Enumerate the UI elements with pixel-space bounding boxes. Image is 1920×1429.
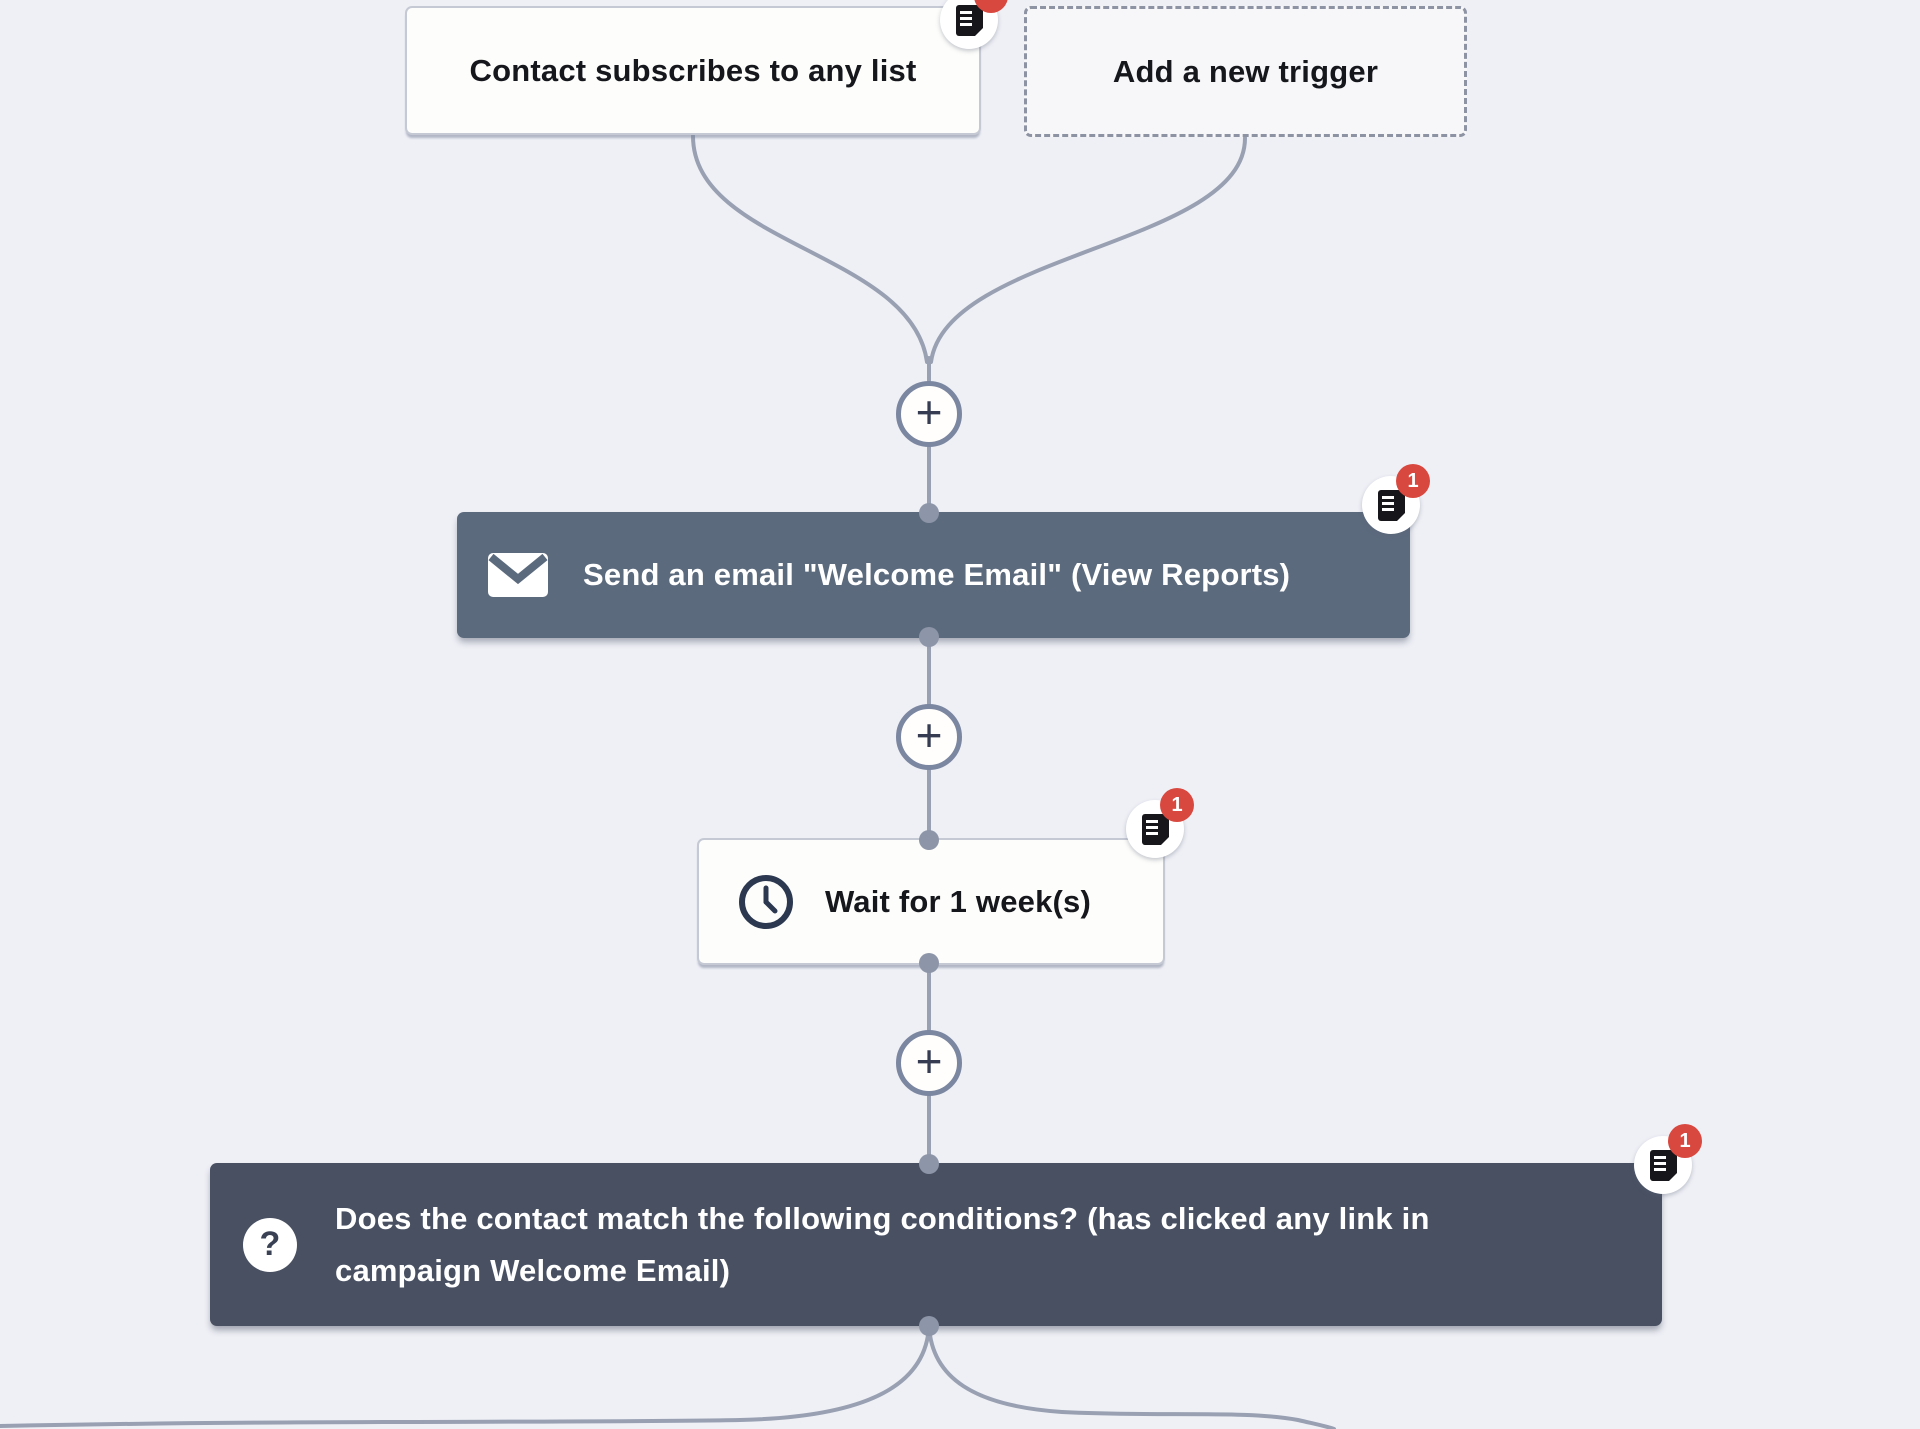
- trigger-node-contact-subscribes[interactable]: Contact subscribes to any list: [405, 6, 981, 135]
- envelope-icon: [488, 553, 548, 597]
- action-node-wait[interactable]: Wait for 1 week(s): [697, 838, 1165, 965]
- plus-icon: +: [915, 1035, 943, 1087]
- note-icon: [955, 4, 983, 36]
- add-new-trigger-button[interactable]: Add a new trigger: [1024, 6, 1467, 137]
- condition-label: Does the contact match the following con…: [335, 1200, 1430, 1288]
- question-icon: ?: [243, 1217, 297, 1272]
- wire-trigger2: [929, 136, 1247, 364]
- junction-dot: [919, 830, 939, 850]
- wait-report-badge[interactable]: 1: [1126, 788, 1194, 858]
- note-icon: [1141, 813, 1169, 845]
- plus-icon: +: [915, 709, 943, 761]
- add-step-button-3[interactable]: +: [896, 1030, 962, 1096]
- trigger-badge-count: [974, 0, 1008, 13]
- trigger-label: Contact subscribes to any list: [469, 52, 917, 88]
- action-node-send-email[interactable]: Send an email "Welcome Email" (View Repo…: [457, 512, 1410, 638]
- plus-icon: +: [915, 386, 943, 438]
- wait-badge-count: 1: [1160, 788, 1194, 822]
- wire-branch-right: [927, 1324, 1336, 1429]
- condition-badge-count: 1: [1668, 1124, 1702, 1158]
- junction-dot: [919, 953, 939, 973]
- condition-report-badge[interactable]: 1: [1634, 1124, 1702, 1194]
- trigger-report-badge[interactable]: [940, 0, 1008, 49]
- junction-dot: [919, 503, 939, 523]
- clock-icon: [739, 874, 793, 929]
- email-report-badge[interactable]: 1: [1362, 464, 1430, 534]
- junction-dot: [919, 627, 939, 647]
- email-badge-count: 1: [1396, 464, 1430, 498]
- note-icon: [1649, 1149, 1677, 1181]
- send-email-label: Send an email "Welcome Email" (View Repo…: [583, 557, 1291, 592]
- add-trigger-label: Add a new trigger: [1112, 53, 1379, 89]
- wire-branch-left: [0, 1324, 931, 1428]
- add-step-button-2[interactable]: +: [896, 704, 962, 770]
- junction-dot: [919, 1316, 939, 1336]
- wait-label: Wait for 1 week(s): [825, 883, 1092, 919]
- note-icon: [1377, 489, 1405, 521]
- junction-dot: [919, 1154, 939, 1174]
- add-step-button-1[interactable]: +: [896, 381, 962, 447]
- wire-trigger1: [691, 134, 929, 364]
- condition-node[interactable]: ? Does the contact match the following c…: [210, 1163, 1662, 1326]
